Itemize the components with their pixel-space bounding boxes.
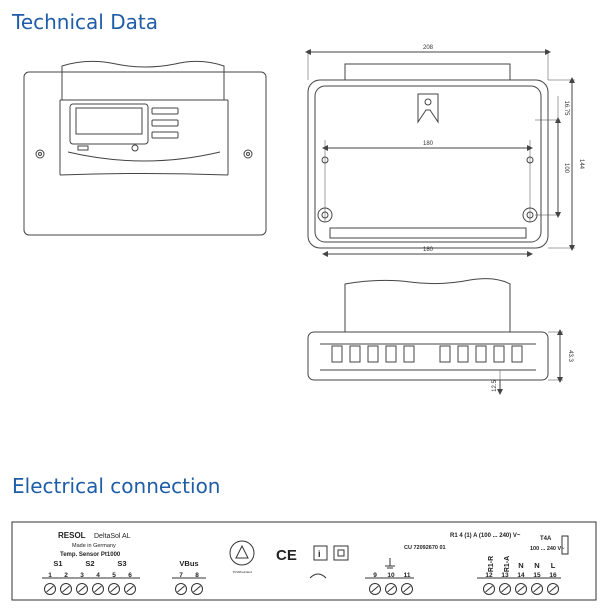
class2-symbol [333, 545, 349, 561]
housing-cover [61, 60, 225, 101]
group-r1a: R1-A [504, 556, 511, 572]
terminal-number: 12 [485, 572, 493, 579]
display-screen [75, 107, 143, 135]
terminal-number: 15 [533, 572, 541, 579]
supply-voltage: 100 ... 240 V~ [530, 546, 564, 552]
dim-180-bottom: 180 [423, 247, 434, 253]
fuse-rating: T4A [540, 536, 552, 542]
relay-rating: R1 4 (1) A (100 ... 240) V~ [450, 533, 521, 539]
group-vbus: VBus [179, 559, 198, 568]
info-glyph: i [318, 549, 321, 559]
model-name: DeltaSol AL [94, 533, 131, 540]
ce-mark: CE [276, 547, 297, 564]
screw-hole-left [35, 149, 45, 159]
mounting-plate [23, 71, 267, 236]
group-r1r: R1-R [488, 556, 495, 572]
terminal-screws [44, 583, 559, 595]
button-set [151, 119, 179, 127]
screw-hole-right [243, 149, 253, 159]
terminal-number: 11 [404, 572, 411, 579]
terminal-number: 16 [549, 572, 557, 579]
dim-144: 144 [578, 159, 584, 170]
dim-180-inner: 180 [423, 141, 434, 147]
terminal-slots [331, 345, 523, 363]
serial-number: CU 72092670 01 [404, 545, 446, 551]
terminal-number: 6 [128, 572, 132, 579]
dim-12-5: 12.5 [492, 380, 498, 392]
sensor-type: Temp. Sensor Pt1000 [60, 552, 121, 558]
terminal-number: 4 [96, 572, 100, 579]
terminal-number: 10 [387, 572, 395, 579]
display-frame [69, 103, 149, 145]
group-s3: S3 [117, 559, 126, 568]
group-s1: S1 [53, 559, 62, 568]
technical-data-heading: Technical Data [12, 10, 158, 34]
button-down [151, 131, 179, 139]
group-s2: S2 [85, 559, 94, 568]
terminal-number: 5 [112, 572, 116, 579]
terminal-number: 9 [373, 572, 377, 579]
terminal-number: 8 [195, 572, 199, 579]
tuv-text: TÜVRheinland [232, 570, 252, 574]
made-in-germany: Made in Germany [72, 543, 116, 549]
dim-100: 100 [563, 163, 569, 174]
terminal-number: 1 [48, 572, 52, 579]
terminal-number: 14 [517, 572, 525, 579]
led-indicator [77, 145, 89, 151]
terminal-board [11, 521, 597, 601]
dim-43-3: 43.3 [567, 350, 573, 362]
fuse-symbol [561, 535, 569, 555]
group-n1: N [518, 561, 523, 570]
electrical-connection-heading: Electrical connection [12, 474, 221, 498]
housing-dimension-view [305, 49, 575, 257]
terminal-number: 7 [179, 572, 183, 579]
brand-logo: RESOL [58, 531, 86, 540]
group-l: L [551, 561, 556, 570]
terminal-number: 3 [80, 572, 84, 579]
dim-208: 208 [423, 45, 434, 51]
dim-16-75: 16.75 [563, 100, 569, 116]
front-view [23, 60, 267, 236]
tuv-logo [229, 540, 255, 566]
info-symbol [313, 545, 328, 561]
side-view [307, 278, 563, 395]
button-up [151, 107, 179, 115]
terminal-number: 13 [501, 572, 509, 579]
terminal-number: 2 [64, 572, 68, 579]
group-n2: N [534, 561, 539, 570]
